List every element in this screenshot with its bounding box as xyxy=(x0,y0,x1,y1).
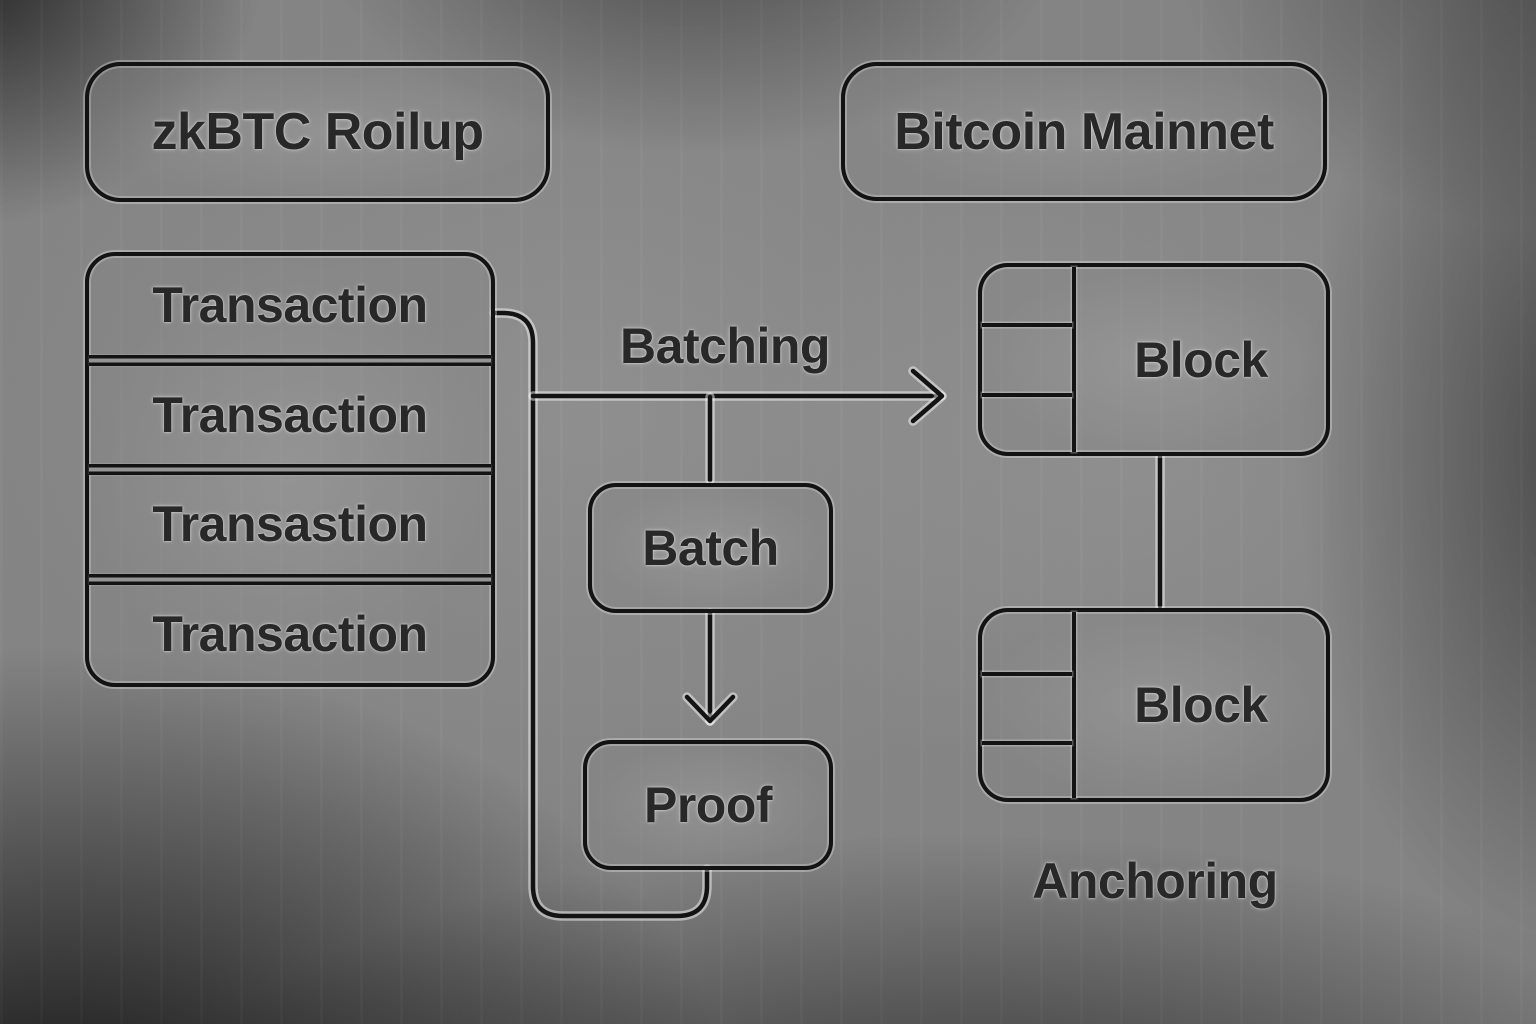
rollup-title: zkBTC Roilup xyxy=(151,103,484,161)
batch-node: Batch xyxy=(588,483,833,613)
transaction-label: Transastion xyxy=(152,496,428,553)
block-label: Block xyxy=(1134,331,1268,388)
block-cell-divider xyxy=(982,741,1072,745)
transaction-row: Transaction xyxy=(89,366,491,465)
batching-arrowhead-icon xyxy=(908,366,947,426)
transaction-label: Transaction xyxy=(152,605,428,662)
anchoring-label: Anchoring xyxy=(1032,853,1278,909)
block-cell-divider xyxy=(982,672,1072,676)
proof-label: Proof xyxy=(643,777,773,833)
row-divider xyxy=(89,354,491,366)
transaction-row: Transaction xyxy=(89,585,491,684)
batching-label: Batching xyxy=(620,318,830,374)
row-divider xyxy=(89,464,491,475)
batching-label-wrap: Batching xyxy=(575,315,875,377)
block-label-area: Block xyxy=(1076,612,1326,798)
anchoring-label-wrap: Anchoring xyxy=(1000,845,1310,917)
block-cell-divider xyxy=(982,323,1072,327)
mainnet-title: Bitcoin Mainnet xyxy=(894,102,1274,161)
transaction-label: Transaction xyxy=(152,386,428,443)
mainnet-title-box: Bitcoin Mainnet xyxy=(841,62,1327,201)
batch-label: Batch xyxy=(642,520,779,576)
batch-proof-arrowhead-icon xyxy=(682,692,738,726)
block-cell-divider-vertical xyxy=(1072,267,1076,452)
block-node-1: Block xyxy=(978,263,1330,456)
block-node-2: Block xyxy=(978,608,1330,802)
block-label-area: Block xyxy=(1076,267,1326,452)
proof-node: Proof xyxy=(583,740,833,870)
block-cell-divider-vertical xyxy=(1072,612,1076,798)
batching-arrow xyxy=(528,366,947,426)
rollup-title-box: zkBTC Roilup xyxy=(85,62,550,202)
transaction-stack: Transaction Transaction Transastion Tran… xyxy=(85,252,495,687)
transaction-label: Transaction xyxy=(152,277,428,334)
block-cell-divider xyxy=(982,393,1072,397)
block-label: Block xyxy=(1134,677,1268,733)
transaction-row: Transaction xyxy=(89,256,491,355)
row-divider xyxy=(89,573,491,585)
transaction-row: Transastion xyxy=(89,475,491,574)
batch-to-proof-arrow xyxy=(682,608,738,726)
